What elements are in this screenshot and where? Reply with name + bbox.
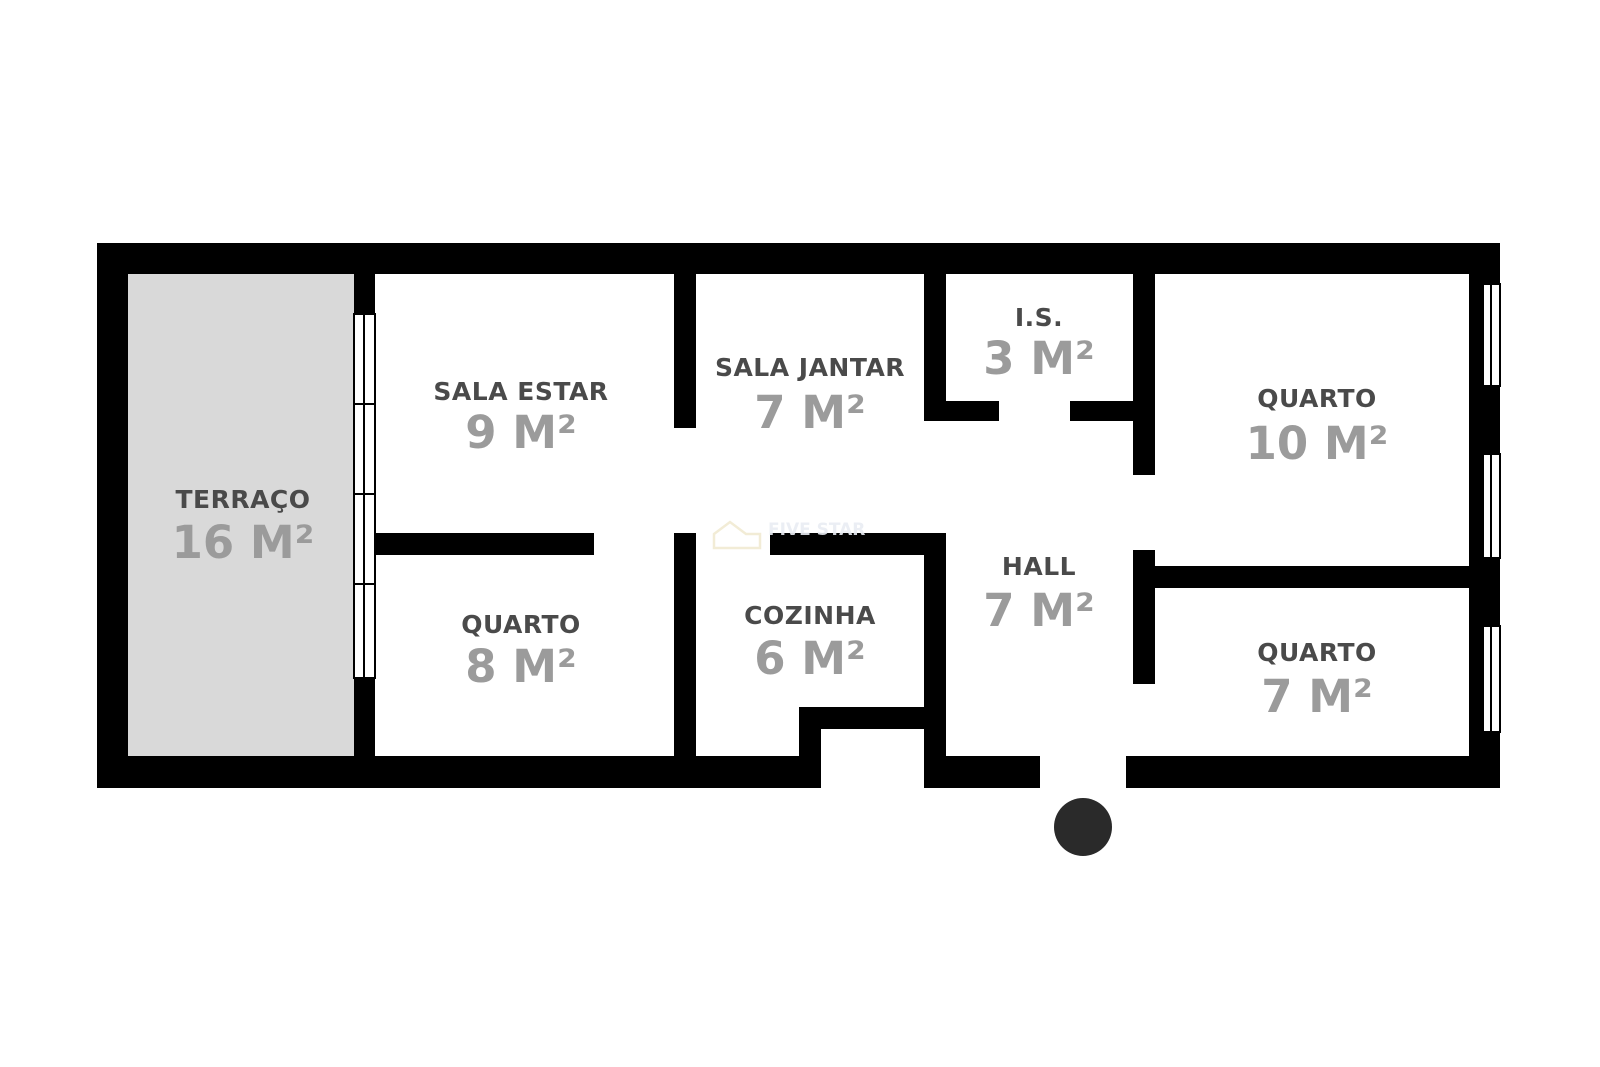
right-wall-pier-1 bbox=[1469, 386, 1500, 454]
room-quarto-3: QUARTO 7 M² bbox=[1257, 638, 1377, 723]
room-name-sala-jantar: SALA JANTAR bbox=[715, 353, 905, 382]
window-right-1 bbox=[1482, 283, 1501, 387]
room-area-quarto-1: 10 M² bbox=[1246, 417, 1389, 470]
window-right-3 bbox=[1482, 625, 1501, 733]
terrace-window bbox=[353, 313, 376, 679]
right-wall-pier-2 bbox=[1469, 558, 1500, 626]
right-wall-segment bbox=[1469, 274, 1500, 284]
wall-jantar-is bbox=[924, 274, 946, 421]
room-name-quarto-2: QUARTO bbox=[461, 610, 581, 639]
room-name-quarto-1: QUARTO bbox=[1257, 384, 1377, 413]
room-name-terraco: TERRAÇO bbox=[175, 485, 310, 514]
room-area-sala-estar: 9 M² bbox=[465, 406, 576, 459]
window-right-2 bbox=[1482, 453, 1501, 559]
room-area-hall: 7 M² bbox=[983, 584, 1094, 637]
wall-quarto-quarto bbox=[1133, 566, 1469, 588]
room-sala-estar: SALA ESTAR 9 M² bbox=[433, 377, 608, 459]
room-name-quarto-3: QUARTO bbox=[1257, 638, 1377, 667]
room-area-quarto-3: 7 M² bbox=[1261, 670, 1372, 723]
room-name-cozinha: COZINHA bbox=[744, 601, 876, 630]
room-hall: HALL 7 M² bbox=[983, 552, 1094, 637]
room-terraco: TERRAÇO 16 M² bbox=[172, 485, 315, 569]
wall-estar-jantar bbox=[674, 274, 696, 428]
watermark: FIVE STAR bbox=[712, 520, 865, 550]
room-area-quarto-2: 8 M² bbox=[465, 640, 576, 693]
wall-cozinha-closet-left bbox=[799, 707, 821, 756]
wall-cozinha-hall bbox=[924, 533, 946, 756]
wall-quarto-divider-upper bbox=[374, 533, 594, 555]
room-quarto-1: QUARTO 10 M² bbox=[1246, 384, 1389, 470]
interior-floor bbox=[375, 274, 1469, 756]
room-name-is: I.S. bbox=[1015, 303, 1063, 332]
door-opening-entrance bbox=[1040, 756, 1126, 788]
room-area-cozinha: 6 M² bbox=[754, 632, 865, 685]
room-is: I.S. 3 M² bbox=[983, 303, 1094, 385]
wall-is-quarto bbox=[1133, 274, 1155, 475]
wall-quarto-cozinha bbox=[674, 533, 696, 756]
house-logo-icon bbox=[712, 520, 762, 550]
interior-walls bbox=[374, 274, 1469, 756]
room-cozinha: COZINHA 6 M² bbox=[744, 601, 876, 685]
room-sala-jantar: SALA JANTAR 7 M² bbox=[715, 353, 905, 439]
wall-is-bottom-right bbox=[1070, 401, 1144, 421]
entrance-dot-icon bbox=[1054, 798, 1112, 856]
watermark-text: FIVE STAR bbox=[768, 520, 865, 540]
room-area-sala-jantar: 7 M² bbox=[754, 386, 865, 439]
room-quarto-2: QUARTO 8 M² bbox=[461, 610, 581, 693]
room-area-is: 3 M² bbox=[983, 332, 1094, 385]
right-wall-pier-3 bbox=[1469, 732, 1500, 756]
room-area-terraco: 16 M² bbox=[172, 516, 315, 569]
wall-cozinha-closet-top bbox=[799, 707, 946, 729]
door-opening-closet bbox=[821, 756, 924, 788]
room-name-sala-estar: SALA ESTAR bbox=[433, 377, 608, 406]
room-name-hall: HALL bbox=[1002, 552, 1076, 581]
terrace-floor bbox=[128, 274, 354, 756]
wall-cozinha-top bbox=[770, 533, 944, 555]
wall-is-bottom-left bbox=[924, 401, 999, 421]
